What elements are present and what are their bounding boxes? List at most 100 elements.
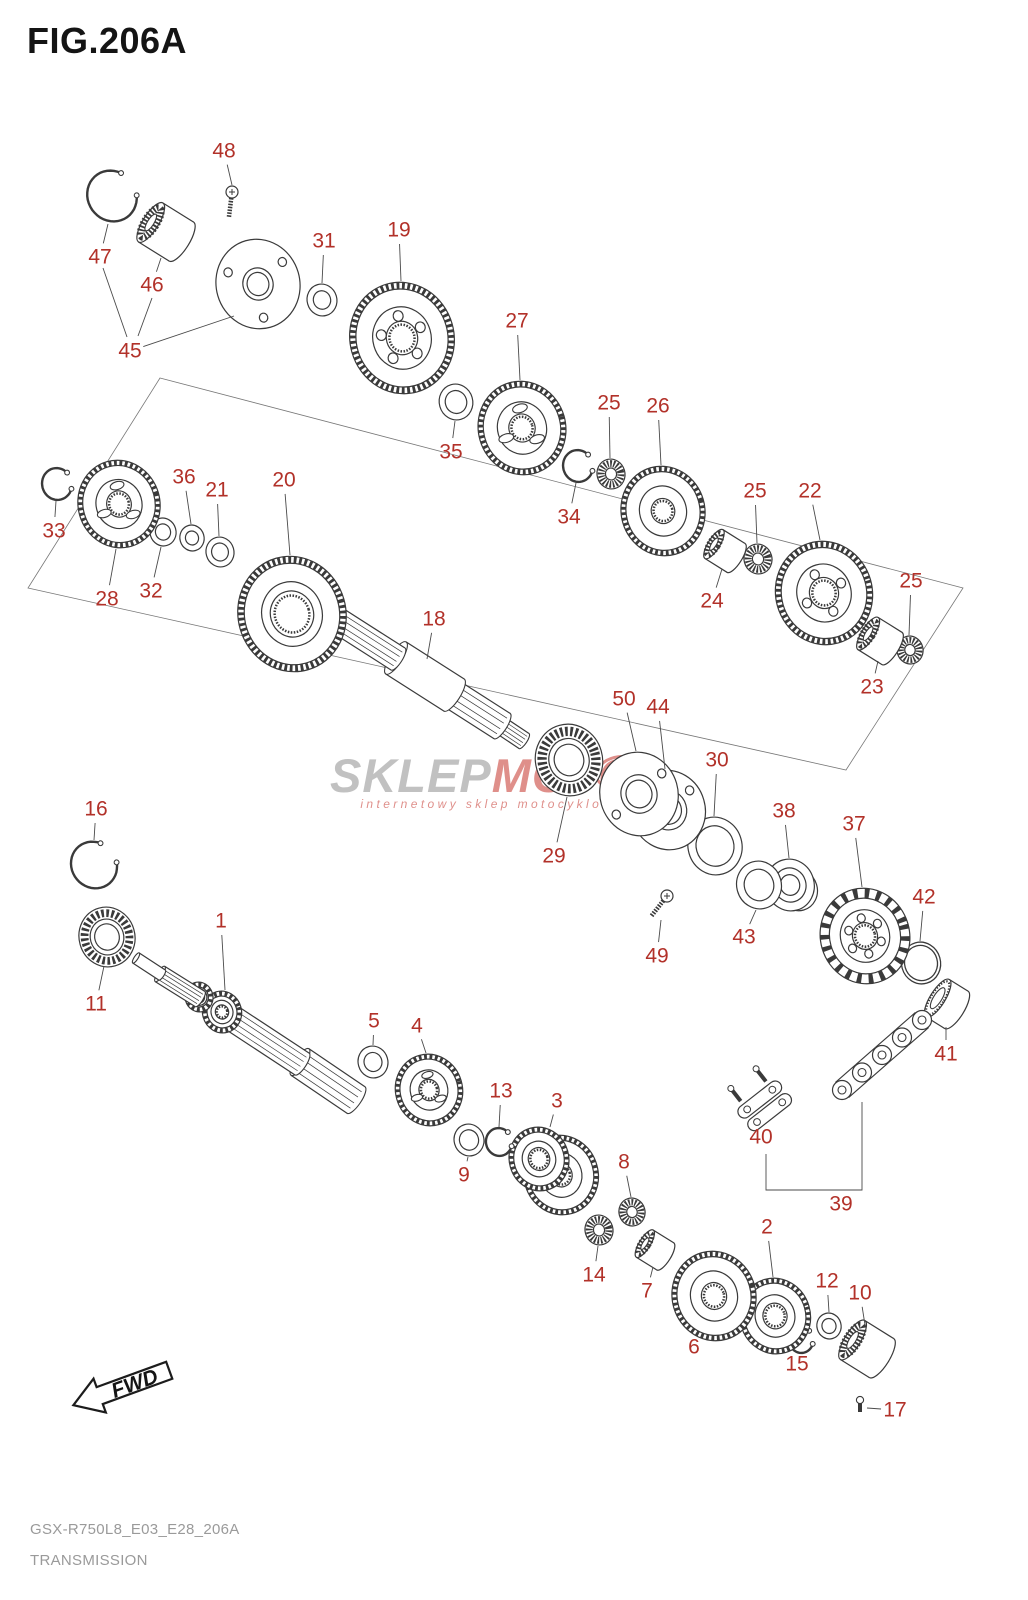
callout-49: 49 — [645, 944, 669, 968]
callout-47: 47 — [88, 245, 112, 269]
callout-31: 31 — [312, 229, 336, 253]
callout-32: 32 — [139, 579, 163, 603]
part-31 — [306, 283, 338, 317]
part-19 — [349, 281, 455, 395]
callout-42: 42 — [912, 885, 936, 909]
callout-46: 46 — [140, 273, 164, 297]
callout-30: 30 — [705, 748, 729, 772]
part-26 — [620, 465, 706, 557]
callout-12: 12 — [815, 1269, 839, 1293]
part-20 — [237, 555, 347, 673]
callout-14: 14 — [582, 1263, 606, 1287]
part-34 — [561, 448, 596, 484]
part-30 — [687, 816, 743, 876]
fwd-arrow-shape — [71, 1360, 174, 1415]
part-23 — [856, 616, 904, 666]
callout-18: 18 — [422, 607, 446, 631]
fwd-arrow: FWD — [71, 1360, 174, 1415]
part-28 — [77, 459, 161, 549]
part-24 — [703, 528, 747, 574]
callout-23: 23 — [860, 675, 884, 699]
parts-art — [40, 169, 971, 1412]
callout-34: 34 — [557, 505, 581, 529]
callout-39: 39 — [829, 1192, 853, 1216]
callout-35: 35 — [439, 440, 463, 464]
callout-20: 20 — [272, 468, 296, 492]
callout-26: 26 — [646, 394, 670, 418]
callout-25-3: 25 — [899, 569, 923, 593]
part-3 — [508, 1126, 600, 1216]
part-39 — [831, 1009, 933, 1101]
part-50 — [599, 751, 679, 837]
part-22 — [774, 540, 874, 646]
callout-17: 17 — [883, 1398, 907, 1422]
footer-part-code: GSX-R750L8_E03_E28_206A — [30, 1521, 240, 1538]
part-5 — [357, 1045, 389, 1079]
callout-25: 25 — [597, 391, 621, 415]
part-36 — [179, 524, 205, 552]
part-33 — [40, 466, 75, 502]
callout-10: 10 — [848, 1281, 872, 1305]
part-13 — [484, 1126, 515, 1158]
callout-6: 6 — [688, 1335, 700, 1359]
callout-11: 11 — [85, 992, 107, 1016]
callout-5: 5 — [368, 1009, 380, 1033]
part-21 — [205, 536, 235, 568]
figure-title: FIG.206A — [27, 20, 188, 61]
callout-21: 21 — [205, 478, 229, 502]
callout-43: 43 — [732, 925, 756, 949]
callout-1: 1 — [215, 909, 227, 933]
callout-44: 44 — [646, 695, 670, 719]
part-27 — [477, 380, 567, 476]
callout-48: 48 — [212, 139, 236, 163]
fwd-label: FWD — [108, 1365, 161, 1403]
part-25a — [596, 458, 626, 490]
callout-9: 9 — [458, 1163, 470, 1187]
leader-lines — [54, 164, 947, 1410]
callout-29: 29 — [542, 844, 566, 868]
part-49 — [649, 889, 674, 918]
callout-41: 41 — [934, 1042, 958, 1066]
part-25b — [743, 543, 773, 575]
part-2 — [738, 1277, 812, 1355]
part-12 — [816, 1312, 842, 1340]
callout-28: 28 — [95, 587, 119, 611]
callout-24: 24 — [700, 589, 724, 613]
callout-50: 50 — [612, 687, 636, 711]
callout-38: 38 — [772, 799, 796, 823]
callout-2: 2 — [761, 1215, 773, 1239]
part-8 — [618, 1197, 646, 1227]
part-6 — [671, 1250, 757, 1342]
callout-27: 27 — [505, 309, 529, 333]
part-1 — [131, 952, 367, 1115]
callout-45: 45 — [118, 339, 142, 363]
footer-figure-name: TRANSMISSION — [30, 1552, 148, 1569]
callout-25-2: 25 — [743, 479, 767, 503]
callout-15: 15 — [785, 1352, 809, 1376]
part-43 — [735, 860, 783, 910]
callout-19: 19 — [387, 218, 411, 242]
part-9 — [453, 1123, 485, 1157]
part-29 — [534, 723, 604, 797]
callout-33: 33 — [42, 519, 66, 543]
part-37 — [819, 887, 911, 985]
callout-3: 3 — [551, 1089, 563, 1113]
part-46 — [136, 201, 196, 263]
part-45 — [215, 238, 301, 330]
part-48 — [225, 185, 239, 219]
part-11 — [78, 906, 136, 968]
callout-8: 8 — [618, 1150, 630, 1174]
part-16 — [69, 840, 120, 890]
part-35 — [438, 383, 474, 421]
callout-16: 16 — [84, 797, 108, 821]
part-14 — [584, 1214, 614, 1246]
watermark-tagline: internetowy sklep motocyklowy — [360, 797, 623, 811]
part-4 — [394, 1053, 464, 1127]
part-42 — [900, 941, 942, 985]
callout-36: 36 — [172, 465, 196, 489]
callout-37: 37 — [842, 812, 866, 836]
callout-7: 7 — [641, 1279, 653, 1303]
part-25c — [896, 635, 924, 665]
part-47 — [86, 169, 140, 223]
